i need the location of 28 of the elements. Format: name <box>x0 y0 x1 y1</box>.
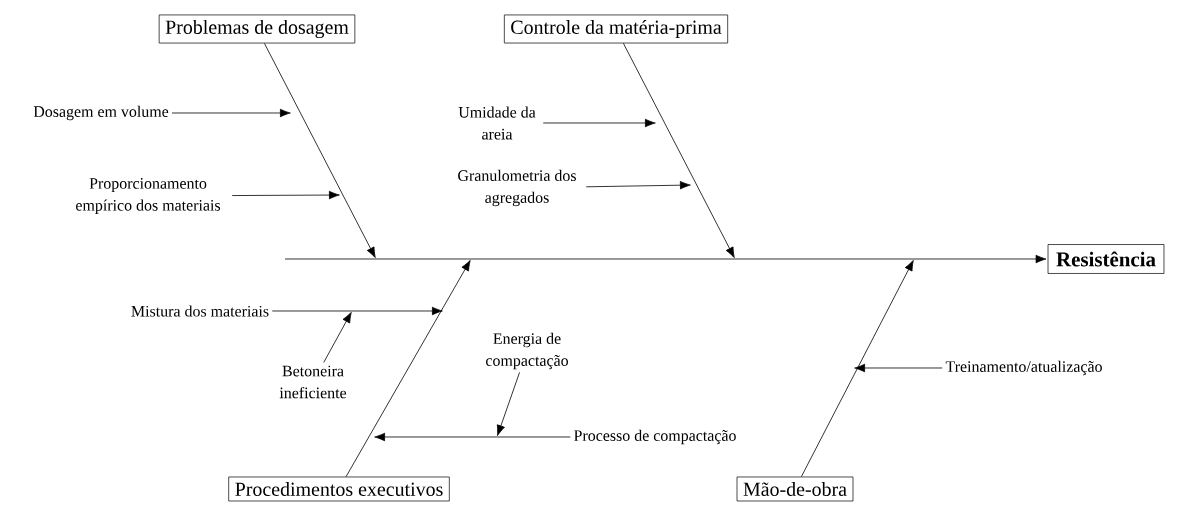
effect-box: Resistência <box>1047 244 1165 274</box>
arrow <box>171 108 291 118</box>
arrow <box>585 181 691 190</box>
category-box: Mão-de-obra <box>736 476 854 502</box>
cause-label: Proporcionamento empírico dos materiais <box>76 178 221 214</box>
cause-label: Processo de compactação <box>574 429 736 445</box>
category-box: Procedimentos executivos <box>228 476 450 502</box>
cause-label: Dosagem em volume <box>33 105 169 121</box>
category-box: Problemas de dosagem <box>158 14 356 44</box>
arrow <box>284 254 1047 264</box>
cause-label: Treinamento/atualização <box>945 360 1102 376</box>
cause-label: Mistura dos materiais <box>131 305 269 317</box>
arrow <box>231 190 340 200</box>
arrow <box>345 260 471 478</box>
cause-label: Granulometria dos agregados <box>458 169 576 207</box>
arrow <box>264 43 376 258</box>
cause-label: Energia de compactação <box>486 332 568 370</box>
cause-label: Betoneira ineficiente <box>279 365 347 399</box>
arrow <box>623 43 735 258</box>
arrow <box>271 306 443 316</box>
category-box: Controle da matéria-prima <box>503 14 729 44</box>
arrow <box>542 118 656 128</box>
arrow <box>801 260 914 478</box>
arrow <box>374 432 571 442</box>
arrow <box>854 363 943 373</box>
cause-label: Umidade da areia <box>458 106 536 140</box>
arrow <box>323 312 352 363</box>
arrow <box>496 372 520 436</box>
